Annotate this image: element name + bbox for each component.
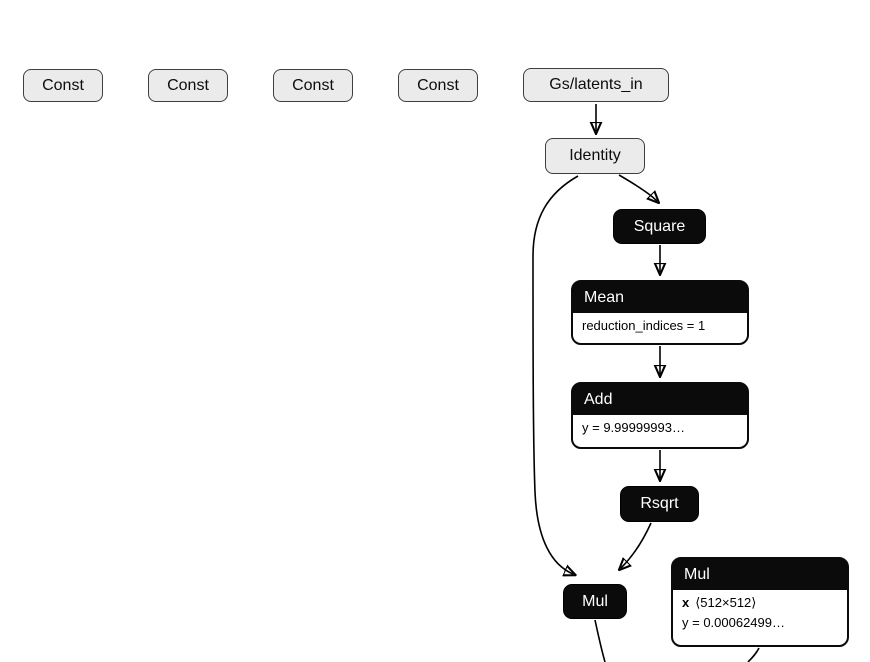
attr-x-value: ⟨512×512⟩ bbox=[695, 595, 757, 610]
edge-identity-to-square bbox=[618, 174, 657, 201]
node-const-3-label: Const bbox=[292, 76, 334, 94]
node-const-3[interactable]: Const bbox=[273, 69, 353, 102]
node-identity[interactable]: Identity bbox=[545, 138, 645, 174]
node-add[interactable]: Add y = 9.99999993… bbox=[571, 382, 749, 449]
node-add-title: Add bbox=[584, 391, 613, 408]
node-add-attr: y = 9.99999993… bbox=[573, 415, 747, 447]
node-latents-in[interactable]: Gs/latents_in bbox=[523, 68, 669, 102]
edge-mul-detail-output bbox=[747, 647, 760, 662]
node-mul-label: Mul bbox=[582, 592, 608, 610]
node-const-4[interactable]: Const bbox=[398, 69, 478, 102]
node-mul[interactable]: Mul bbox=[563, 584, 627, 619]
node-const-1[interactable]: Const bbox=[23, 69, 103, 102]
node-identity-label: Identity bbox=[569, 147, 621, 164]
node-mul-detail[interactable]: Mul x ⟨512×512⟩ y = 0.00062499… bbox=[671, 557, 849, 647]
node-square-label: Square bbox=[633, 217, 686, 235]
node-mul-detail-attr-y: y = 0.00062499… bbox=[682, 615, 785, 630]
node-rsqrt-label: Rsqrt bbox=[640, 495, 679, 512]
node-rsqrt[interactable]: Rsqrt bbox=[620, 486, 699, 522]
node-mean[interactable]: Mean reduction_indices = 1 bbox=[571, 280, 749, 345]
node-mul-detail-attrs: x ⟨512×512⟩ y = 0.00062499… bbox=[673, 590, 847, 645]
edge-rsqrt-to-mul bbox=[621, 522, 652, 568]
node-mul-detail-title: Mul bbox=[684, 566, 710, 583]
node-latents-in-label: Gs/latents_in bbox=[549, 76, 643, 93]
edge-mul-output bbox=[594, 619, 606, 662]
node-square[interactable]: Square bbox=[613, 209, 706, 244]
edge-identity-to-mul-skip bbox=[532, 175, 579, 574]
node-const-1-label: Const bbox=[42, 76, 84, 94]
node-const-4-label: Const bbox=[417, 76, 459, 94]
node-const-2[interactable]: Const bbox=[148, 69, 228, 102]
attr-x-key: x bbox=[682, 595, 690, 610]
node-const-2-label: Const bbox=[167, 76, 209, 94]
node-mean-attr: reduction_indices = 1 bbox=[573, 313, 747, 343]
node-mean-title: Mean bbox=[584, 289, 625, 306]
node-mul-detail-attr-x: x ⟨512×512⟩ bbox=[682, 593, 838, 613]
